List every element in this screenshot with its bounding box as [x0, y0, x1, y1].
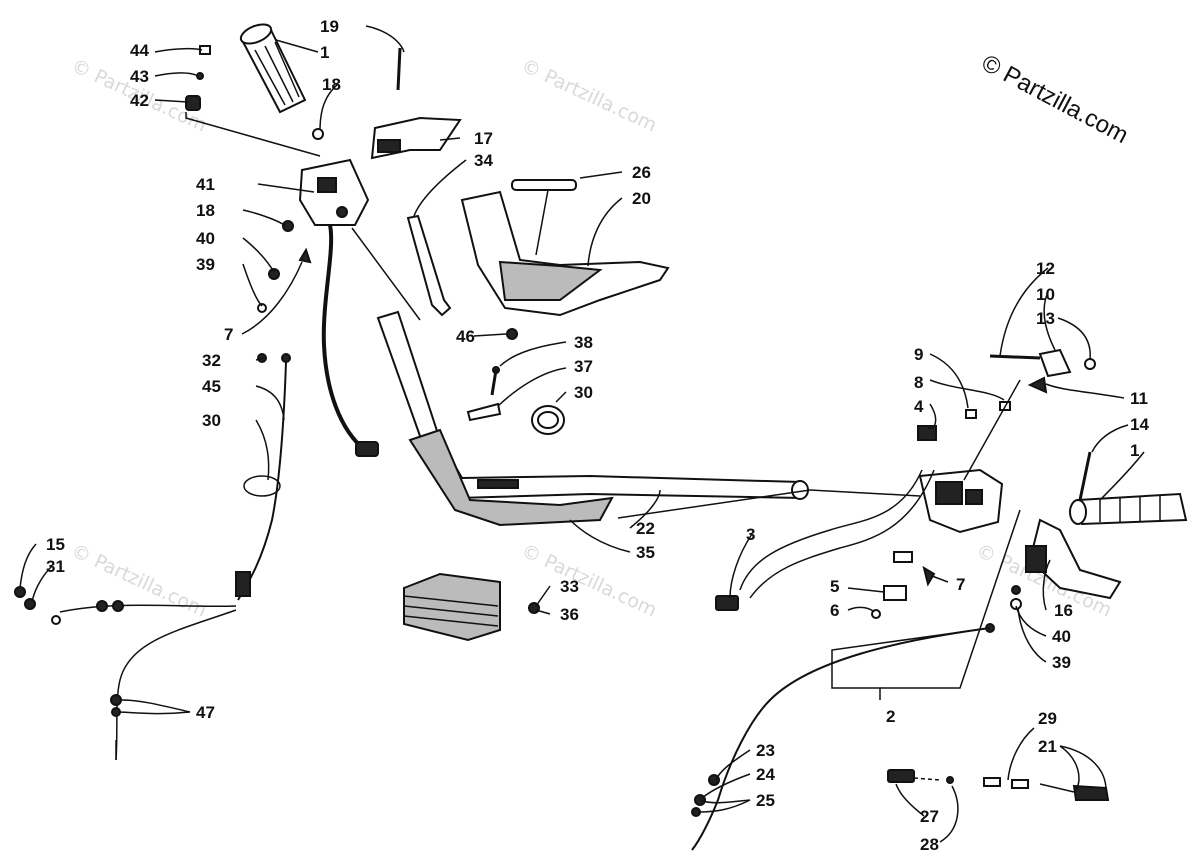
- callout-41: 41: [196, 175, 215, 194]
- callout-47: 47: [196, 703, 215, 722]
- callout-7: 7: [224, 325, 233, 344]
- callout-39: 39: [1052, 653, 1071, 672]
- callout-37: 37: [574, 357, 593, 376]
- callout-43: 43: [130, 67, 149, 86]
- callout-18: 18: [196, 201, 215, 220]
- callout-16: 16: [1054, 601, 1073, 620]
- callout-26: 26: [632, 163, 651, 182]
- callout-7: 7: [956, 575, 965, 594]
- callout-46: 46: [456, 327, 475, 346]
- callout-3: 3: [746, 525, 755, 544]
- callout-10: 10: [1036, 285, 1055, 304]
- callout-30: 30: [202, 411, 221, 430]
- callout-28: 28: [920, 835, 939, 854]
- pad-small-parts: [406, 214, 565, 435]
- callout-1: 1: [320, 43, 329, 62]
- copyright-text: © Partzilla.com: [977, 49, 1132, 149]
- callout-31: 31: [46, 557, 65, 576]
- callout-4: 4: [914, 397, 924, 416]
- callout-9: 9: [914, 345, 923, 364]
- callout-42: 42: [130, 91, 149, 110]
- callout-14: 14: [1130, 415, 1149, 434]
- watermark: © Partzilla.com: [518, 55, 660, 137]
- callout-18: 18: [322, 75, 341, 94]
- callout-11: 11: [1130, 389, 1148, 408]
- throttle-lever: [370, 116, 462, 160]
- callout-25: 25: [756, 791, 775, 810]
- right-upper-hardware: [989, 348, 1096, 394]
- callout-35: 35: [636, 543, 655, 562]
- callout-6: 6: [830, 601, 839, 620]
- callout-24: 24: [756, 765, 775, 784]
- callout-23: 23: [756, 741, 775, 760]
- left-lower-cables: [14, 353, 291, 761]
- callout-17: 17: [474, 129, 493, 148]
- left-cable: [321, 224, 379, 457]
- wire-harness-block: [403, 572, 540, 642]
- callout-20: 20: [632, 189, 651, 208]
- callout-2: 2: [886, 707, 895, 726]
- callout-38: 38: [574, 333, 593, 352]
- callout-1: 1: [1130, 441, 1139, 460]
- callout-5: 5: [830, 577, 839, 596]
- callout-30: 30: [574, 383, 593, 402]
- brake-cable: [691, 623, 995, 851]
- callout-33: 33: [560, 577, 579, 596]
- callout-19: 19: [320, 17, 339, 36]
- callout-12: 12: [1036, 259, 1055, 278]
- callout-15: 15: [46, 535, 65, 554]
- callout-40: 40: [1052, 627, 1071, 646]
- callout-13: 13: [1036, 309, 1055, 328]
- handlebar-pad: [460, 179, 670, 317]
- right-handlebar-grip: [1069, 451, 1188, 526]
- callout-32: 32: [202, 351, 221, 370]
- callout-21: 21: [1038, 737, 1057, 756]
- callout-8: 8: [914, 373, 923, 392]
- callout-36: 36: [560, 605, 579, 624]
- right-wiring: [715, 469, 936, 619]
- callout-34: 34: [474, 151, 493, 170]
- left-handlebar-grip: [239, 23, 307, 114]
- callout-40: 40: [196, 229, 215, 248]
- callout-45: 45: [202, 377, 221, 396]
- watermark: © Partzilla.com: [68, 540, 210, 622]
- callout-39: 39: [196, 255, 215, 274]
- callout-labels: 1 1 2 3 4 5 6 7 7 8 9 10 11 12 13 14 15 …: [46, 17, 1149, 854]
- callout-22: 22: [636, 519, 655, 538]
- right-control-housing: [917, 401, 1011, 534]
- left-control-housing: [298, 158, 370, 226]
- right-lower-hardware: [887, 769, 1110, 801]
- brake-lever: [1010, 518, 1122, 610]
- callout-44: 44: [130, 41, 149, 60]
- leader-lines: [19, 25, 1145, 843]
- handlebar: [376, 310, 809, 527]
- callout-29: 29: [1038, 709, 1057, 728]
- callout-27: 27: [920, 807, 939, 826]
